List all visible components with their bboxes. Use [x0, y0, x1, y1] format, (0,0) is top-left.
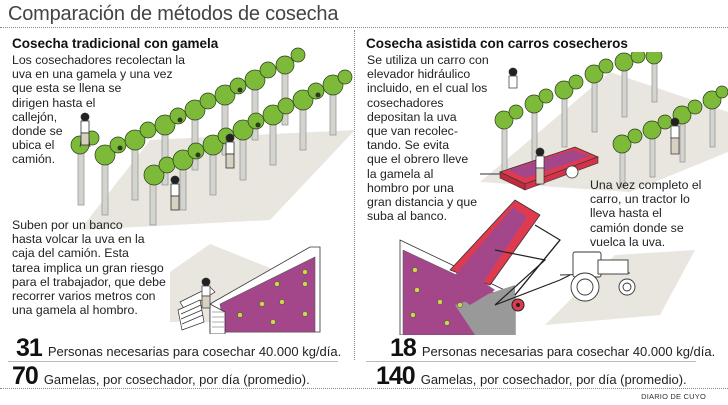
- text-line: que van recolec-: [367, 124, 458, 139]
- text-line: hombro por una: [367, 180, 454, 195]
- stat-label: Gamelas, por cosechador, por día (promed…: [43, 372, 310, 387]
- top-divider: [0, 27, 728, 28]
- publisher-credit: DIARIO DE CUYO: [641, 392, 706, 401]
- text-line: incluido, en el cual los: [367, 81, 488, 96]
- left-truck-text: Suben por un banco hasta volcar la uva e…: [12, 218, 166, 317]
- right-intro-text: Se utiliza un carro con elevador hidrául…: [367, 53, 489, 223]
- right-stat-gamelas: 140 Gamelas, por cosechador, por día (pr…: [376, 362, 687, 391]
- stat-value: 70: [12, 362, 39, 390]
- text-line: una gamela al hombro.: [12, 303, 138, 318]
- vine-foliage: [494, 52, 728, 154]
- bench-stairs: [177, 286, 216, 331]
- text-line: elevador hidráulico: [367, 67, 471, 82]
- grape-leaves: [237, 269, 308, 325]
- bottom-divider: [0, 388, 728, 389]
- column-divider: [354, 30, 355, 360]
- text-line: recorrer varios metros con: [12, 289, 156, 304]
- tractor: [570, 251, 636, 302]
- truck-bench-illustration: [170, 244, 321, 334]
- text-line: suba al banco.: [367, 209, 447, 224]
- infographic-title: Comparación de métodos de cosecha: [8, 3, 339, 25]
- stat-value: 18: [390, 334, 417, 362]
- right-tractor-text: Una vez completo el carro, un tractor lo…: [590, 178, 701, 249]
- tractor-dumping-illustration: [399, 199, 695, 335]
- stat-value: 140: [376, 362, 416, 390]
- cart-workers: [508, 67, 680, 185]
- hydraulic-lift: [494, 224, 571, 306]
- text-line: cosechadores: [367, 95, 444, 110]
- text-line: hasta volcar la uva en la: [12, 232, 145, 247]
- text-line: Los cosechadores recolectan la: [12, 53, 185, 67]
- vineyard-illustration: [70, 47, 355, 230]
- grape-leaves: [410, 267, 463, 326]
- stat-label: Personas necesarias para cosechar 40.000…: [47, 344, 342, 359]
- text-line: callejón,: [12, 109, 58, 124]
- stat-separator: [366, 361, 696, 362]
- text-line: carro, un tractor lo: [590, 192, 690, 207]
- text-line: la gamela al: [367, 166, 434, 181]
- text-line: camión.: [12, 152, 56, 167]
- text-line: depositan la uva: [367, 109, 457, 124]
- text-line: lleva hasta el: [590, 206, 662, 221]
- cart-vineyard-illustration: [480, 52, 728, 192]
- text-line: caja del camión. Esta: [12, 246, 129, 261]
- left-intro-text: Los cosechadores recolectan la uva en un…: [12, 53, 185, 167]
- text-line: que esta se llena se: [12, 81, 122, 96]
- worker-on-bench: [201, 277, 211, 309]
- worker-figures: [79, 112, 235, 211]
- text-line: dirigen hasta el: [12, 95, 96, 110]
- vine-rows: [70, 47, 353, 226]
- text-line: gran distancia y que: [367, 195, 478, 210]
- text-line: uva en una gamela y una vez: [12, 67, 173, 82]
- stat-label: Gamelas, por cosechador, por día (promed…: [420, 372, 687, 387]
- left-heading: Cosecha tradicional con gamela: [12, 36, 219, 51]
- text-line: ubica el: [12, 138, 55, 153]
- left-stat-workers: 31 Personas necesarias para cosechar 40.…: [16, 334, 341, 363]
- right-stat-workers: 18 Personas necesarias para cosechar 40.…: [390, 334, 715, 363]
- text-line: que el obrero lleve: [367, 152, 469, 167]
- right-heading: Cosecha asistida con carros cosecheros: [366, 36, 628, 51]
- text-line: para el trabajador, que debe: [12, 274, 166, 289]
- stat-separator: [8, 361, 338, 362]
- text-line: tarea implica un gran riesgo: [12, 260, 164, 275]
- text-line: vuelca la uva.: [590, 234, 666, 249]
- text-line: donde se: [12, 124, 63, 139]
- text-line: camión donde se: [590, 220, 684, 235]
- stat-label: Personas necesarias para cosechar 40.000…: [421, 344, 716, 359]
- vine-trunks: [501, 52, 716, 188]
- left-stat-gamelas: 70 Gamelas, por cosechador, por día (pro…: [12, 362, 310, 391]
- text-line: Se utiliza un carro con: [367, 53, 489, 67]
- text-line: tando. Se evita: [367, 138, 450, 153]
- text-line: Una vez completo el: [590, 178, 702, 192]
- stat-value: 31: [16, 334, 43, 362]
- text-line: Suben por un banco: [12, 218, 123, 232]
